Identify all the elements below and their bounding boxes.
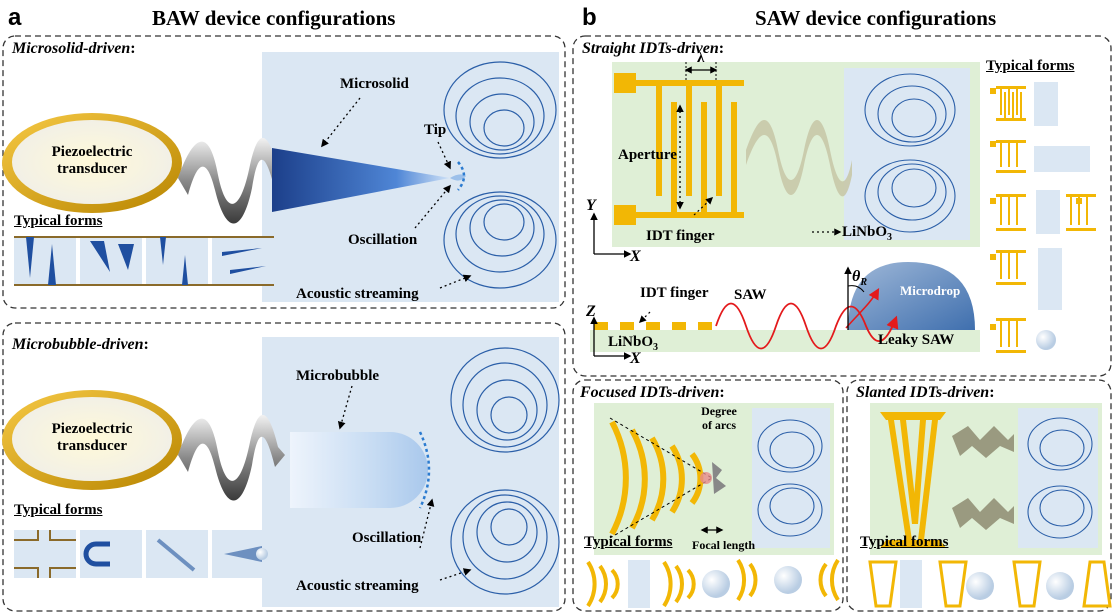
microsolid-scene	[2, 52, 559, 302]
idt-finger-label: IDT finger	[646, 228, 715, 244]
panel-b-title: SAW device configurations	[755, 6, 997, 30]
oscillation-label: Oscillation	[352, 530, 422, 546]
axis-z-label: Z	[586, 303, 596, 320]
straight-idt-scene	[590, 62, 980, 258]
microbubble-heading: Microbubble-driven:	[12, 336, 149, 353]
leader-lines-a1	[321, 97, 472, 289]
focal-length-label: Focal length	[692, 538, 755, 552]
idt-electrode	[614, 73, 744, 225]
microbubble	[290, 432, 428, 508]
microsolid-label: Microsolid	[340, 76, 409, 92]
oscillation-label: Oscillation	[348, 232, 418, 248]
acoustic-wave	[178, 414, 285, 501]
straight-heading: Straight IDTs-driven:	[582, 40, 725, 57]
typical-forms-a2	[14, 530, 274, 578]
panel-b-letter: b	[582, 4, 597, 31]
idt-finger-side-label: IDT finger	[640, 285, 709, 301]
typical-forms-straight	[990, 82, 1096, 353]
panel-a-letter: a	[8, 4, 22, 31]
microsolid-tip	[272, 148, 450, 212]
streamline-vortices-a2	[450, 347, 560, 595]
focused-heading: Focused IDTs-driven:	[580, 384, 725, 401]
typical-forms-straight-label: Typical forms	[986, 58, 1075, 74]
transducer-disc	[2, 113, 182, 213]
streaming-label: Acoustic streaming	[296, 286, 419, 302]
streaming-label: Acoustic streaming	[296, 578, 419, 594]
panel-a-title: BAW device configurations	[152, 6, 396, 30]
leaky-saw-label: Leaky SAW	[878, 332, 955, 348]
acoustic-wave	[178, 137, 285, 224]
saw-wave	[746, 120, 852, 197]
substrate-label: LiNbO3	[842, 224, 893, 243]
typical-forms-a1-label: Typical forms	[14, 213, 103, 229]
focused-scene	[594, 403, 834, 555]
straight-frame	[572, 35, 1112, 377]
typical-forms-focused	[586, 558, 840, 608]
microsolid-frame	[2, 35, 566, 309]
typical-forms-a2-label: Typical forms	[14, 502, 103, 518]
theta-label: θR	[852, 268, 867, 289]
leader-lines-a2	[337, 385, 472, 581]
transducer-disc	[2, 390, 182, 490]
typical-forms-a1	[14, 236, 274, 286]
microdrop-label: Microdrop	[900, 283, 961, 298]
axis-x-label: X	[630, 248, 641, 265]
slanted-frame	[846, 379, 1112, 612]
substrate-side-label: LiNbO3	[608, 334, 659, 353]
slanted-heading: Slanted IDTs-driven:	[856, 384, 995, 401]
axis-y-label: Y	[586, 197, 596, 214]
focused-frame	[572, 379, 844, 612]
typical-forms-slanted-label: Typical forms	[860, 534, 949, 550]
tip-label: Tip	[424, 122, 447, 138]
lambda-label: λ	[697, 50, 705, 66]
typical-forms-slanted	[868, 560, 1112, 608]
side-view-scene	[590, 262, 980, 360]
slanted-scene	[870, 403, 1102, 555]
microbubble-label: Microbubble	[296, 368, 380, 384]
aperture-label: Aperture	[618, 147, 677, 163]
typical-forms-focused-label: Typical forms	[584, 534, 673, 550]
saw-label: SAW	[734, 287, 767, 303]
oscillation-arc	[457, 161, 466, 191]
microsolid-heading: Microsolid-driven:	[12, 40, 136, 57]
microdrop	[848, 262, 975, 330]
axis-x-label: X	[630, 350, 641, 367]
streamline-vortices-a1	[443, 61, 557, 289]
